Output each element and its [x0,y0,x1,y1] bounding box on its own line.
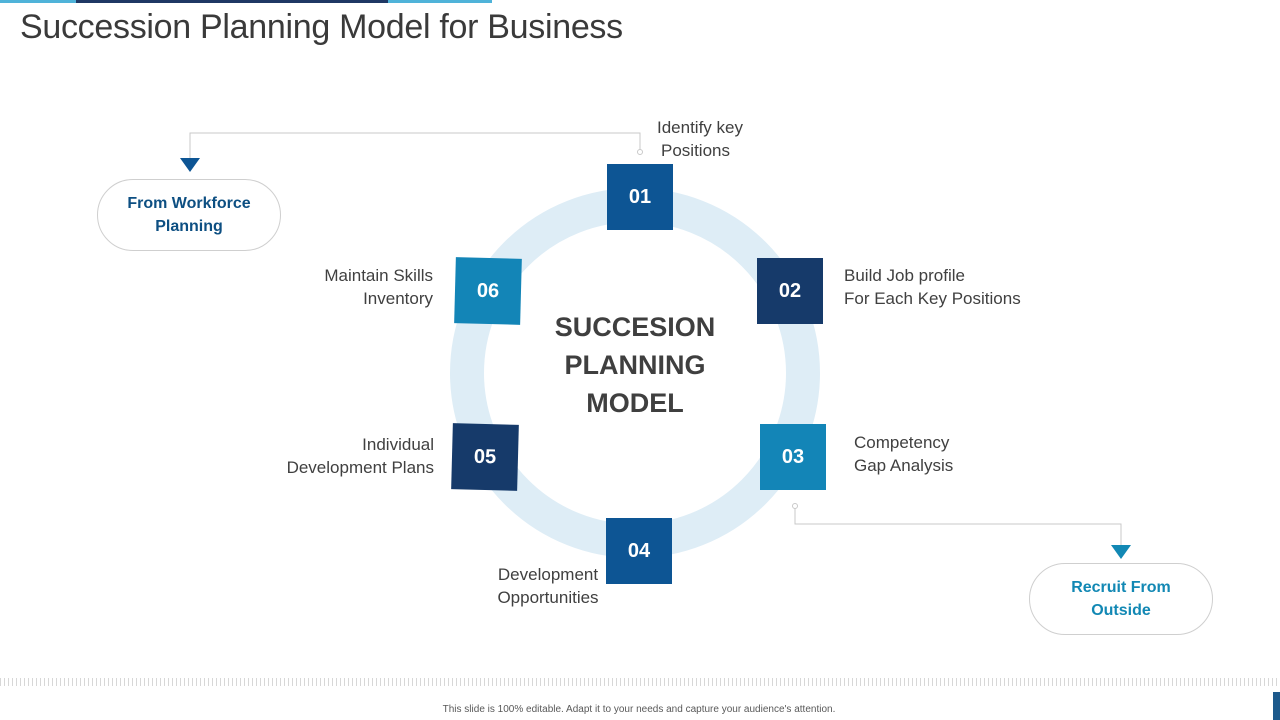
center-label-line: PLANNING [564,350,706,380]
step-number: 02 [778,279,802,302]
step-06-box: 06 [454,257,522,325]
source-pill-workforce: From Workforce Planning [97,179,281,251]
step-label-line: Identify key [657,118,743,137]
step-label-line: Individual [362,435,434,454]
pill-label-line: Recruit From [1071,579,1171,596]
center-label-line: MODEL [586,388,684,418]
step-04-box: 04 [606,518,672,584]
connector-to-workforce [189,132,641,158]
pill-label-line: Outside [1091,602,1151,619]
step-label-line: Maintain Skills [324,266,433,285]
step-03-label: Competency Gap Analysis [854,431,953,477]
step-01-label: Identify key Positions [657,116,743,162]
page-title: Succession Planning Model for Business [20,8,623,46]
arrow-down-icon [180,158,200,172]
step-number: 04 [627,539,651,562]
step-05-box: 05 [451,423,519,491]
center-label: SUCCESION PLANNING MODEL [535,308,735,422]
footer-divider [0,678,1280,686]
step-number: 06 [476,279,500,302]
footer-note: This slide is 100% editable. Adapt it to… [442,704,836,715]
pill-label-line: Planning [155,218,223,235]
corner-accent [1273,692,1280,720]
step-label-line: Positions [661,141,730,160]
step-label-line: Development Plans [286,458,434,477]
step-label-line: Development [497,565,599,584]
connector-dot-bottom [792,503,798,509]
step-number: 05 [473,445,497,468]
step-label-line: Build Job profile [844,266,965,285]
step-02-box: 02 [757,258,823,324]
connector-dot-top [637,149,643,155]
step-label-line: Opportunities [497,588,599,607]
step-label-line: Gap Analysis [854,456,954,475]
step-06-label: Maintain Skills Inventory [233,264,433,310]
pill-label-line: From Workforce [127,195,251,212]
step-label-line: For Each Key Positions [844,289,1021,308]
step-03-box: 03 [760,424,826,490]
step-label-line: Inventory [363,289,433,308]
source-pill-outside: Recruit From Outside [1029,563,1213,635]
step-number: 03 [781,445,805,468]
arrow-down-icon [1111,545,1131,559]
connector-to-outside [794,508,1122,545]
top-accent-bar-dark [76,0,388,3]
step-number: 01 [628,185,652,208]
step-04-label: Development Opportunities [470,563,626,609]
center-label-line: SUCCESION [554,312,716,342]
step-05-label: Individual Development Plans [234,433,434,479]
step-02-label: Build Job profile For Each Key Positions [844,264,1021,310]
step-01-box: 01 [607,164,673,230]
step-label-line: Competency [854,433,950,452]
